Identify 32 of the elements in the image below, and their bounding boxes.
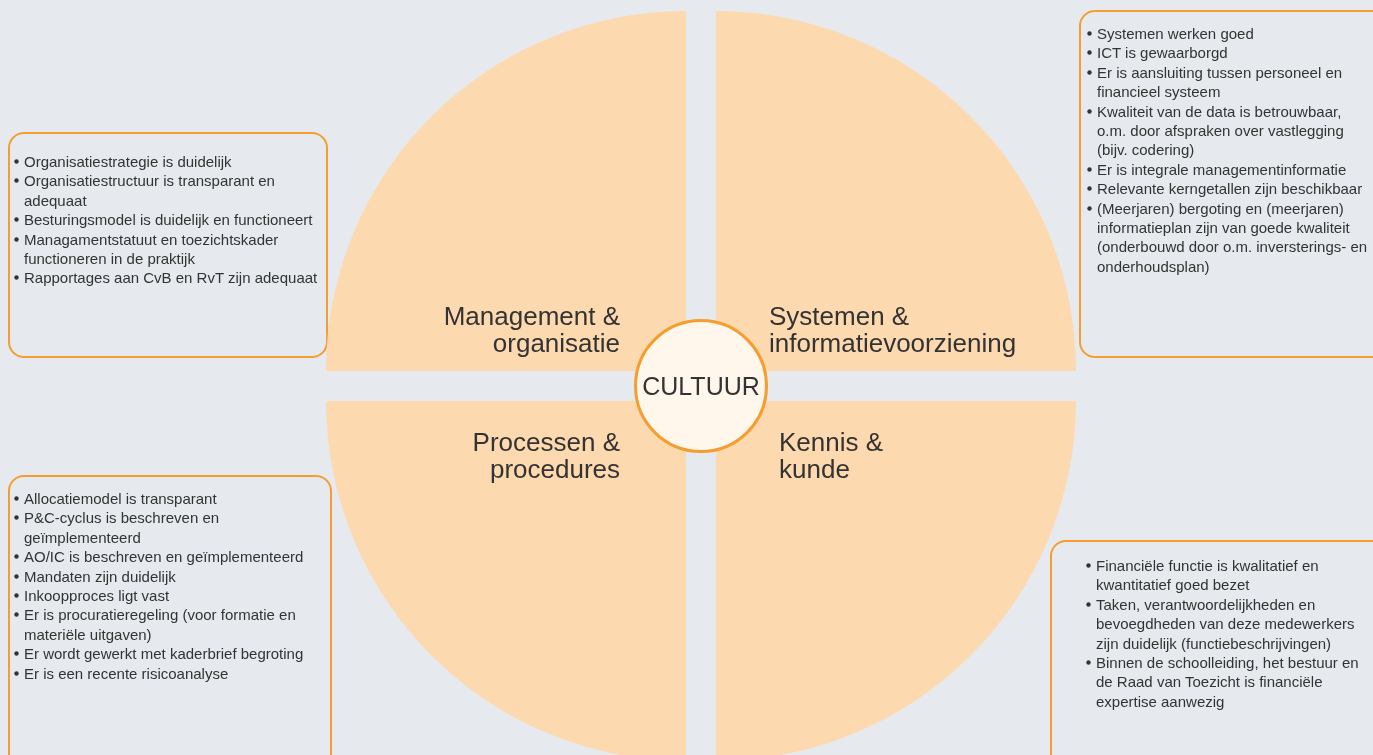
bullet-text: (Meerjaren) bergoting en (meerjaren) informatieplan zijn van goede kwaliteit (onderbouwd door o.m. inversterings- en onderhoudsplan) [1097,198,1369,277]
bullet-text: Systemen werken goed [1097,24,1255,44]
bullet-text: Relevante kerngetallen zijn beschikbaar [1097,179,1364,199]
bullet-text: Er is integrale managementinformatie [1097,159,1348,180]
center-label: CULTUUR [642,371,760,401]
bullet-list-box [8,475,332,755]
bullet-text: Financiële functie is kwalitatief en kwantitatief goed bezet [1096,556,1320,595]
quadrant-title: Management & organisatie [442,303,620,357]
bullet-text: Besturingsmodel is duidelijk en functioneert [24,210,314,230]
bullet-text: Rapportages aan CvB en RvT zijn adequaat [24,268,319,288]
bullet-text: Er is procuratieregeling (voor formatie en materiële uitgaven) [24,605,297,645]
bullet-list-box [1079,10,1373,358]
quadrant-title: Kennis & kunde [779,429,885,483]
bullet-text: Organisatiestructuur is transparant en adequaat [24,171,276,211]
bullet-text: P&C-cyclus is beschreven en geïmplementeerd [24,508,221,548]
bullet-text: Organisatiestrategie is duidelijk [24,152,233,172]
bullet-text: Er wordt gewerkt met kaderbrief begroting [24,644,305,664]
bullet-list-box [8,132,328,358]
bullet-text: Taken, verantwoordelijkheden en bevoegdheden van deze medewerkers zijn duidelijk (functiebeschrijvingen) [1096,594,1356,654]
bullet-text: Inkoopproces ligt vast [24,586,171,606]
bullet-list-box [1050,540,1373,755]
quadrant-title: Processen & procedures [471,429,620,483]
bullet-text: Binnen de schoolleiding, het bestuur en de Raad van Toezicht is financiële expertise aanwezig [1096,653,1360,712]
bullet-text: Managamentstatuut en toezichtskader functioneren in de praktijk [24,229,280,269]
bullet-text: Er is aansluiting tussen personeel en financieel systeem [1097,62,1344,102]
quadrant-title: Systemen & informatievoorziening [769,303,1018,357]
bullet-text: ICT is gewaarborgd [1097,43,1229,63]
bullet-text: Er is een recente risicoanalyse [24,663,230,684]
bullet-text: Mandaten zijn duidelijk [24,566,177,587]
bullet-text: Allocatiemodel is transparant [24,489,218,509]
bullet-text: Kwaliteit van de data is betrouwbaar, o.m. door afspraken over vastlegging (bijv. codering) [1097,101,1345,160]
bullet-text: AO/IC is beschreven en geïmplementeerd [24,547,305,567]
